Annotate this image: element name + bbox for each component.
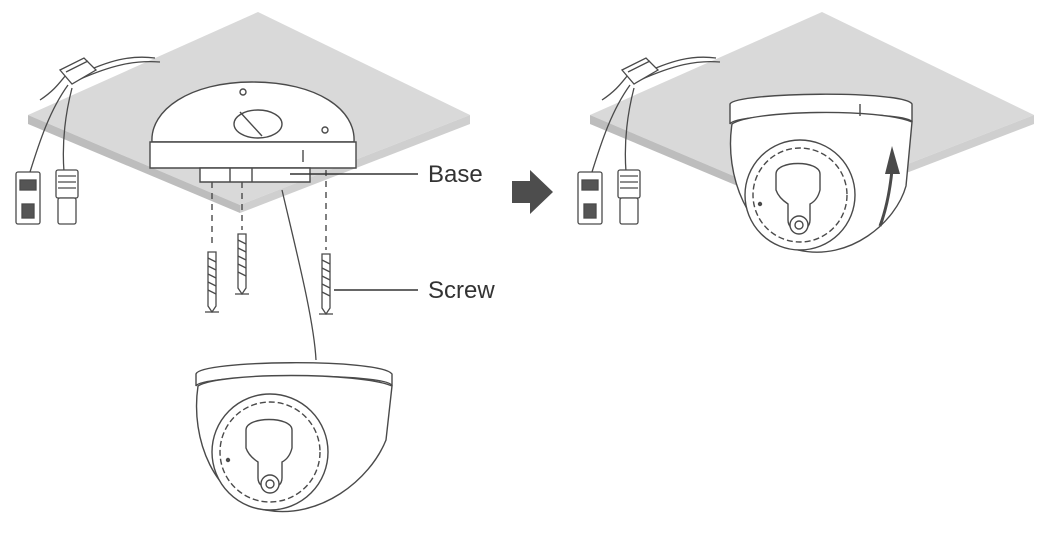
dome-camera-left <box>195 362 393 513</box>
rj45-connector-icon <box>577 171 603 225</box>
cable-bundle-left <box>15 56 161 225</box>
dc-power-connector-icon <box>617 169 641 225</box>
junction-block-icon <box>620 57 660 85</box>
step-mount-base: Base Screw <box>15 12 495 513</box>
wall-screw-2 <box>235 233 249 296</box>
label-base: Base <box>428 161 483 188</box>
callout-leaders <box>290 173 418 291</box>
process-arrow-icon <box>512 170 553 214</box>
dc-power-connector-icon <box>55 169 79 225</box>
dome-camera-mounted <box>729 93 913 253</box>
junction-block-icon <box>58 57 98 85</box>
camera-cable <box>281 189 317 361</box>
screw-guide-lines <box>211 170 327 250</box>
rj45-connector-icon <box>15 171 41 225</box>
rotate-arrow-icon <box>878 146 900 227</box>
cable-bundle-right <box>577 56 721 225</box>
mounting-base <box>149 81 357 183</box>
step-attach-camera <box>577 12 1034 253</box>
label-screw: Screw <box>428 277 495 304</box>
wall-screw-1 <box>205 251 219 314</box>
wall-screw-3 <box>319 253 333 316</box>
